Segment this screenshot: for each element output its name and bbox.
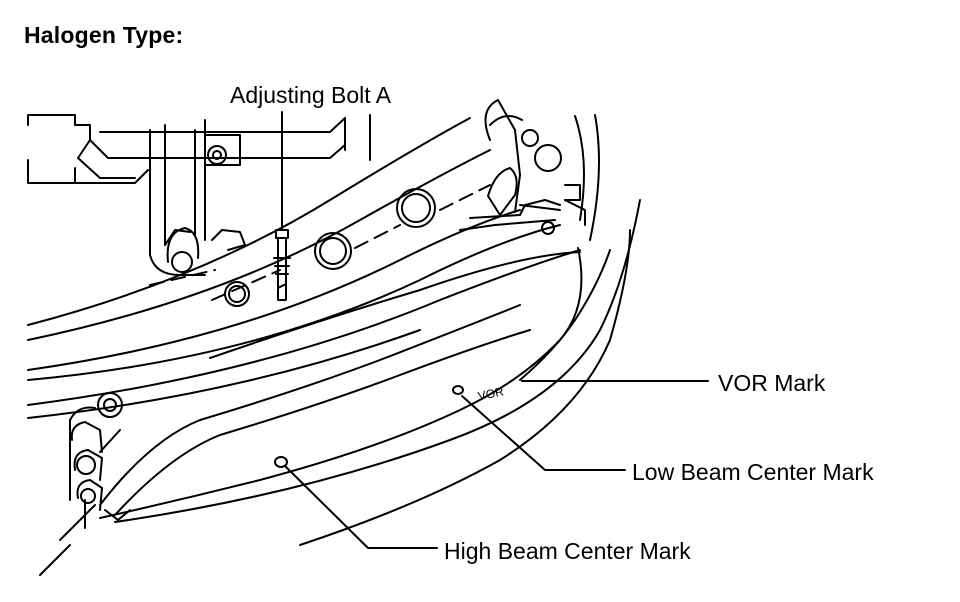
right-bracket xyxy=(459,99,600,241)
callout-high-beam-center-mark: High Beam Center Mark xyxy=(444,538,691,564)
callout-low-beam-center-mark: Low Beam Center Mark xyxy=(632,459,874,485)
low-beam-center-dot xyxy=(452,385,464,395)
high-beam-leader xyxy=(285,466,438,549)
lens-marks: VOR xyxy=(274,384,506,468)
page-title: Halogen Type: xyxy=(24,22,184,48)
bracket-lug xyxy=(166,145,246,273)
upper-bracket-frame xyxy=(27,114,371,276)
low-beam-leader xyxy=(461,395,626,471)
high-beam-center-dot xyxy=(274,456,288,468)
leader-lines xyxy=(285,380,709,549)
adjusting-bolt-a xyxy=(273,111,291,301)
bar-holes xyxy=(224,188,436,307)
headlight-lens xyxy=(99,199,641,546)
vor-marking-text: VOR xyxy=(477,384,506,403)
housing-contours xyxy=(27,117,581,419)
lower-left-bracket xyxy=(39,392,131,576)
callout-vor-mark: VOR Mark xyxy=(718,370,826,396)
callout-adjusting-bolt-a: Adjusting Bolt A xyxy=(230,82,392,108)
